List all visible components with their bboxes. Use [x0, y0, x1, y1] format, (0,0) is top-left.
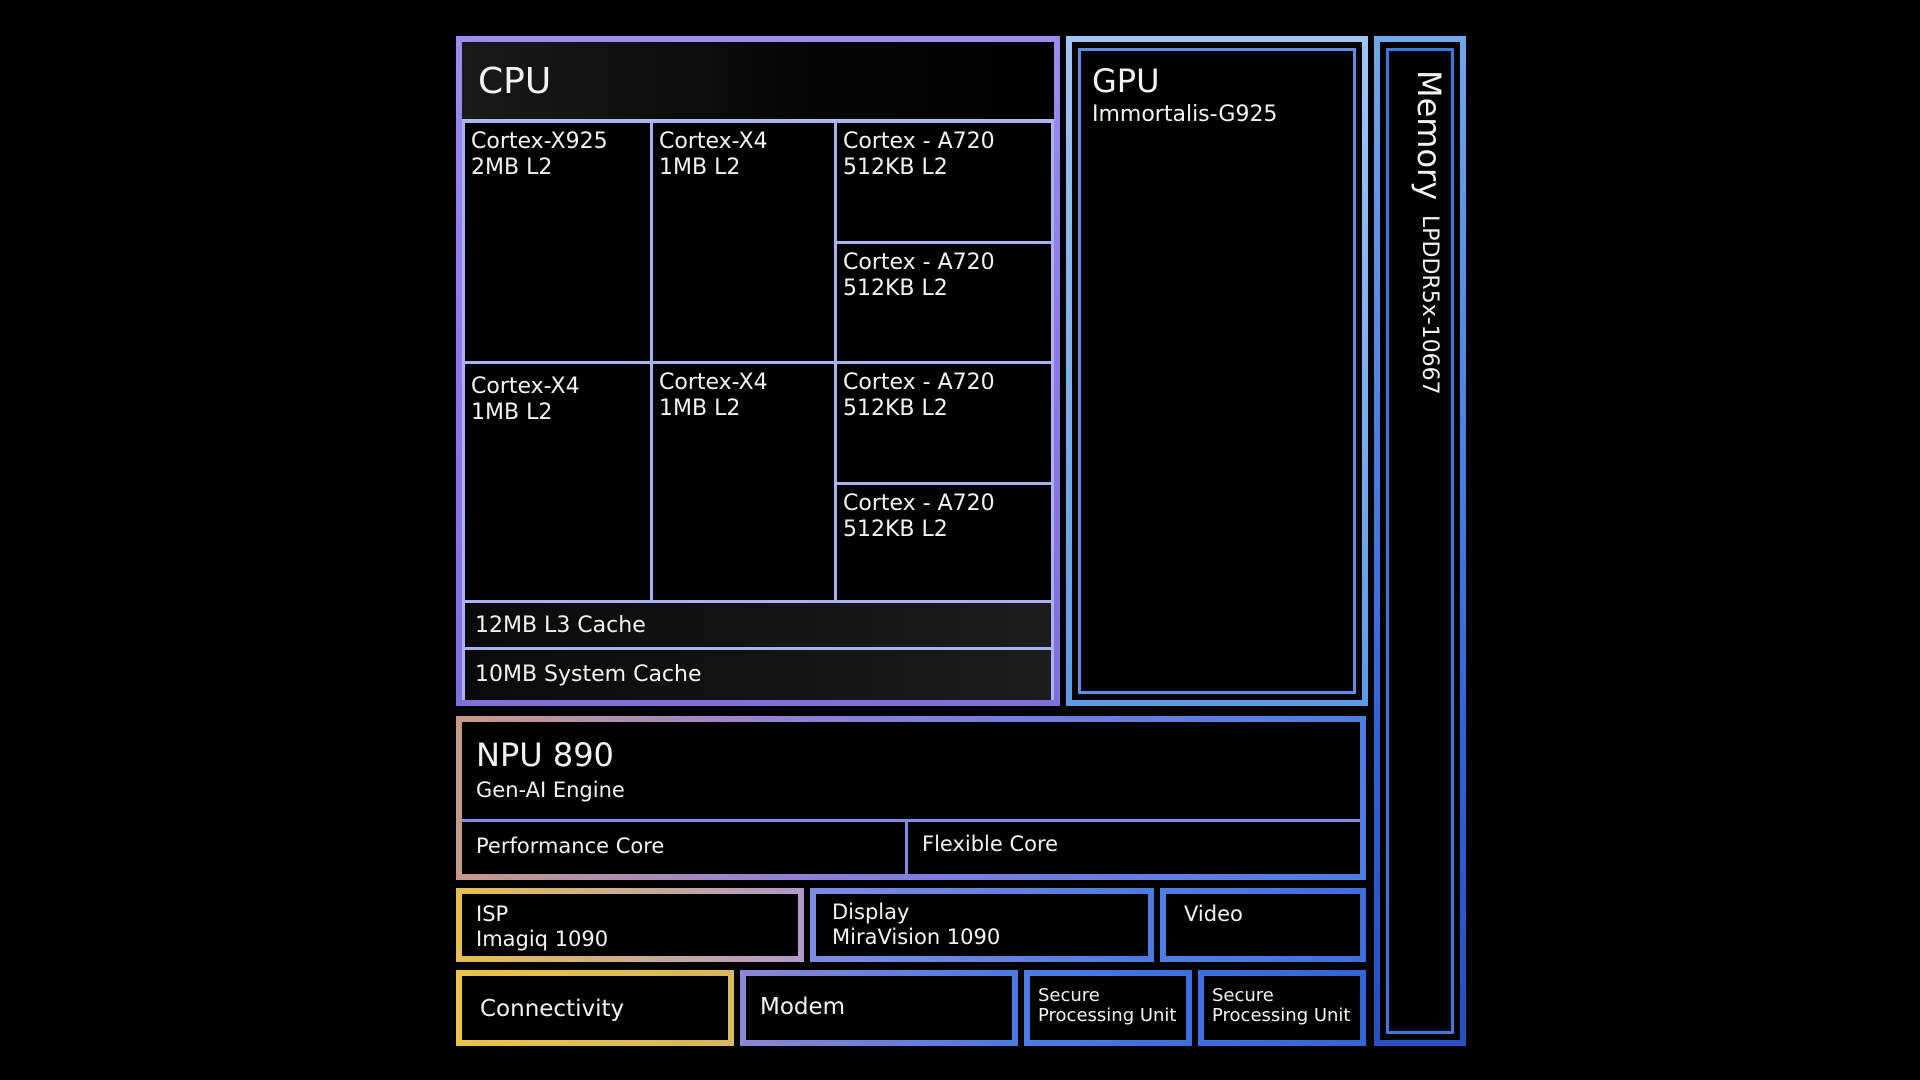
video-block: Video — [1160, 888, 1366, 962]
spu1-line2: Processing Unit — [1038, 1004, 1177, 1026]
connectivity-title: Connectivity — [480, 996, 625, 1022]
core-name: Cortex - A720 — [843, 129, 995, 154]
core-name: Cortex-X4 — [471, 374, 580, 399]
display-title: Display — [832, 900, 910, 924]
gpu-title: GPU — [1092, 62, 1160, 100]
system-cache-label: 10MB System Cache — [475, 662, 702, 687]
connectivity-block: Connectivity — [456, 970, 734, 1046]
spu2-line1: Secure — [1212, 985, 1274, 1006]
core-cache: 512KB L2 — [843, 517, 948, 543]
core-name: Cortex-X925 — [471, 129, 608, 154]
display-block: Display MiraVision 1090 — [810, 888, 1154, 962]
memory-inner-frame — [1386, 48, 1454, 1034]
core-cache: 1MB L2 — [471, 400, 553, 426]
memory-type: LPDDR5x-10667 — [1417, 215, 1442, 395]
l3-cache-label: 12MB L3 Cache — [475, 613, 646, 638]
core-cache: 2MB L2 — [471, 155, 553, 181]
isp-block: ISP Imagiq 1090 — [456, 888, 804, 962]
memory-title: Memory — [1410, 70, 1448, 201]
gpu-block: GPU Immortalis-G925 — [1066, 36, 1368, 706]
isp-model: Imagiq 1090 — [476, 927, 609, 952]
cpu-title: CPU — [478, 61, 552, 102]
npu-header — [462, 722, 1360, 822]
system-cache-bar: 10MB System Cache — [462, 647, 1054, 700]
performance-core-label: Performance Core — [476, 834, 665, 858]
l3-cache-bar: 12MB L3 Cache — [462, 600, 1054, 650]
core-cache: 1MB L2 — [659, 396, 741, 422]
core-name: Cortex-X4 — [659, 129, 768, 154]
spu1-line1: Secure — [1038, 985, 1100, 1006]
npu-title: NPU 890 — [476, 736, 614, 774]
secure-processing-unit-2: Secure Processing Unit — [1198, 970, 1366, 1046]
gpu-inner-frame — [1078, 48, 1356, 694]
npu-block: NPU 890 Gen-AI Engine Performance Core F… — [456, 716, 1366, 880]
flexible-core-label: Flexible Core — [922, 832, 1059, 856]
core-cache: 512KB L2 — [843, 276, 948, 302]
spu2-line2: Processing Unit — [1212, 1004, 1351, 1026]
npu-flexible-core: Flexible Core — [908, 822, 1360, 874]
modem-block: Modem — [740, 970, 1018, 1046]
isp-title: ISP — [476, 902, 509, 926]
display-model: MiraVision 1090 — [832, 925, 1001, 950]
npu-subtitle: Gen-AI Engine — [476, 778, 625, 802]
core-cache: 1MB L2 — [659, 155, 741, 181]
video-title: Video — [1184, 902, 1243, 926]
core-name: Cortex-X4 — [659, 370, 768, 395]
npu-performance-core: Performance Core — [462, 822, 908, 874]
gpu-model: Immortalis-G925 — [1092, 102, 1278, 127]
memory-block: Memory LPDDR5x-10667 — [1374, 36, 1466, 1046]
modem-title: Modem — [760, 994, 846, 1020]
core-name: Cortex - A720 — [843, 250, 995, 275]
core-cache: 512KB L2 — [843, 155, 948, 181]
core-name: Cortex - A720 — [843, 370, 995, 395]
core-name: Cortex - A720 — [843, 491, 995, 516]
secure-processing-unit-1: Secure Processing Unit — [1024, 970, 1192, 1046]
core-cache: 512KB L2 — [843, 396, 948, 422]
